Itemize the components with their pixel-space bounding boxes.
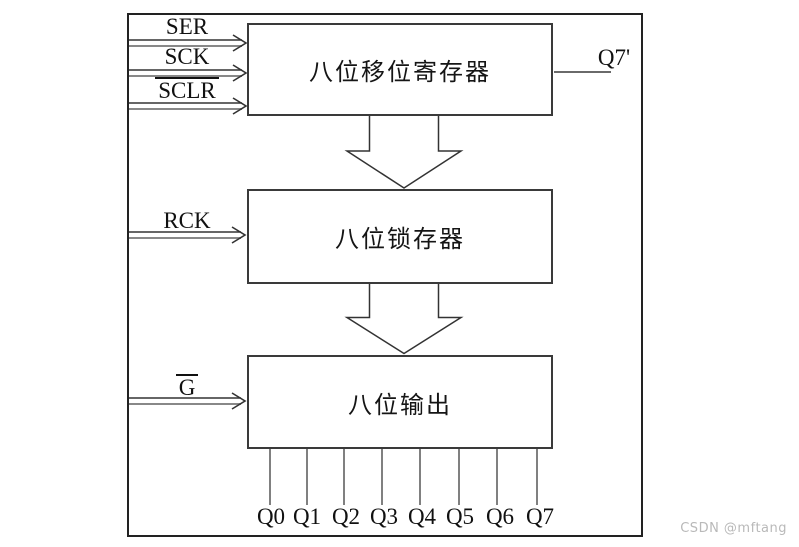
csdn-watermark: CSDN @mftang — [680, 521, 787, 536]
signal-label-sclr-active-low: SCLR — [128, 77, 246, 102]
output-label-q7: Q7 — [525, 504, 555, 529]
sck-arrowhead-icon — [232, 64, 248, 82]
sck-arrow — [129, 64, 248, 82]
rck-arrowhead-icon — [231, 226, 247, 244]
sclr-arrow — [129, 97, 248, 115]
output-label-q3: Q3 — [369, 504, 399, 529]
signal-label-g-active-low: G — [128, 374, 246, 399]
block-latch-label: 八位锁存器 — [335, 227, 465, 253]
output-label-q2: Q2 — [331, 504, 361, 529]
output-label-q5: Q5 — [445, 504, 475, 529]
signal-label-rck: RCK — [163, 208, 211, 233]
block-output: 八位输出 — [247, 355, 553, 449]
diagram-frame — [127, 13, 643, 537]
block-shift-register: 八位移位寄存器 — [247, 23, 553, 116]
flow-arrow-latch-to-output-icon — [344, 284, 464, 355]
sclr-arrowhead-icon — [232, 97, 248, 115]
output-label-q6: Q6 — [485, 504, 515, 529]
g-arrowhead-icon — [231, 392, 247, 410]
output-pin-lines — [269, 449, 538, 505]
output-label-q4: Q4 — [407, 504, 437, 529]
block-latch: 八位锁存器 — [247, 189, 553, 284]
signal-label-q7-serial: Q7' — [597, 45, 631, 70]
block-shift-register-label: 八位移位寄存器 — [309, 60, 491, 86]
rck-arrow — [129, 226, 247, 244]
flow-arrow-shift-to-latch-icon — [344, 116, 464, 189]
block-output-label: 八位输出 — [348, 392, 452, 419]
ser-arrowhead-icon — [232, 34, 248, 52]
output-label-q0: Q0 — [256, 504, 286, 529]
g-arrow — [129, 392, 247, 410]
ser-arrow — [129, 34, 248, 52]
signal-label-sck: SCK — [164, 44, 210, 69]
signal-label-ser: SER — [165, 14, 209, 39]
output-label-q1: Q1 — [292, 504, 322, 529]
